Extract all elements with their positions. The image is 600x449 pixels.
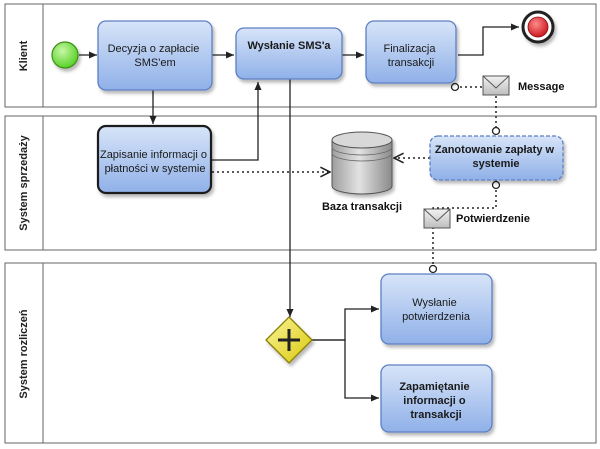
task-finalizacja[interactable]: Finalizacja transakcji — [365, 20, 457, 84]
lane-label-klient: Klient — [18, 40, 30, 71]
envelope-icon-potwierdzenie — [423, 208, 451, 229]
task-decyzja-line1: Decyzja o zapłacie — [108, 43, 200, 55]
plus-icon — [278, 329, 300, 351]
task-zapamietanie[interactable]: Zapamiętanie informacji o transakcji — [380, 364, 493, 433]
task-zanotowanie-line1: Zanotowanie zapłaty w — [435, 144, 555, 156]
task-wyslanie-potw-line2: potwierdzenia — [402, 311, 471, 323]
task-zapamietanie-line2: informacji o — [403, 395, 466, 407]
svg-text:Decyzja o zapłacie SMS'e: Decyzja o zapłacie SMS'em — [108, 43, 203, 69]
envelope-icon-message — [482, 75, 510, 96]
svg-text:Zapamiętanie informacji: Zapamiętanie informacji o transakcji — [399, 381, 472, 421]
task-zapisanie-line2: płatności w systemie — [105, 163, 206, 175]
task-wyslanie-potwierdzenia[interactable]: Wysłanie potwierdzenia — [380, 273, 493, 345]
data-store-baza-transakcji[interactable] — [331, 131, 393, 195]
message-label: Message — [518, 81, 564, 93]
flow-gateway-to-zapamietanie — [311, 339, 379, 402]
task-wyslanie-sms-line1: Wysłanie SMS'a — [247, 40, 331, 52]
task-finalizacja-line2: transakcji — [388, 57, 434, 69]
task-zapisanie[interactable]: Zapisanie informacji o płatności w syste… — [96, 124, 213, 195]
msgflow-start-dot-potw — [491, 180, 501, 190]
svg-text:Finalizacja transakcji: Finalizacja transakcji — [383, 43, 438, 69]
task-zanotowanie-line2: systemie — [472, 158, 519, 170]
msgflow-end-dot-potw — [428, 264, 438, 274]
task-finalizacja-line1: Finalizacja — [383, 43, 436, 55]
msgflow-zanotowanie-to-wyslanie-potw — [432, 180, 497, 270]
svg-text:Wysłanie SMS'a: Wysłanie SMS'a — [247, 40, 331, 52]
task-zapamietanie-line3: transakcji — [410, 409, 461, 421]
task-zapamietanie-line1: Zapamiętanie — [399, 381, 469, 393]
msgflow-start-dot — [450, 82, 460, 92]
task-decyzja-line2: SMS'em — [134, 57, 175, 69]
task-wyslanie-potw-line1: Wysłanie — [412, 297, 457, 309]
sequence-flows — [79, 23, 519, 402]
svg-text:Wysłanie potwierdzenia: Wysłanie potwierdzenia — [402, 297, 471, 323]
task-zapisanie-line1: Zapisanie informacji o — [100, 149, 207, 161]
task-decyzja[interactable]: Decyzja o zapłacie SMS'em — [97, 20, 213, 91]
start-event[interactable] — [51, 41, 79, 69]
potwierdzenie-label: Potwierdzenie — [456, 213, 530, 225]
data-store-label: Baza transakcji — [322, 201, 402, 213]
svg-text:Zapisanie informacji o p: Zapisanie informacji o płatności w syste… — [100, 149, 210, 175]
flow-zapisanie-to-wyslanie — [211, 82, 262, 161]
svg-text:Zanotowanie zapłaty w sy: Zanotowanie zapłaty w systemie — [435, 144, 557, 170]
msgflow-end-dot-zanotowanie — [491, 126, 501, 136]
task-zanotowanie[interactable]: Zanotowanie zapłaty w systemie — [429, 135, 564, 181]
lane-system-rozliczen: System rozliczeń — [4, 262, 597, 444]
end-event[interactable] — [521, 10, 555, 44]
lane-label-system-sprzedazy: System sprzedaży — [18, 134, 30, 230]
lane-label-system-rozliczen: System rozliczeń — [18, 309, 30, 399]
flow-finalizacja-to-end — [458, 23, 519, 56]
task-wyslanie-sms[interactable]: Wysłanie SMS'a — [235, 27, 343, 80]
parallel-gateway[interactable] — [265, 316, 313, 364]
